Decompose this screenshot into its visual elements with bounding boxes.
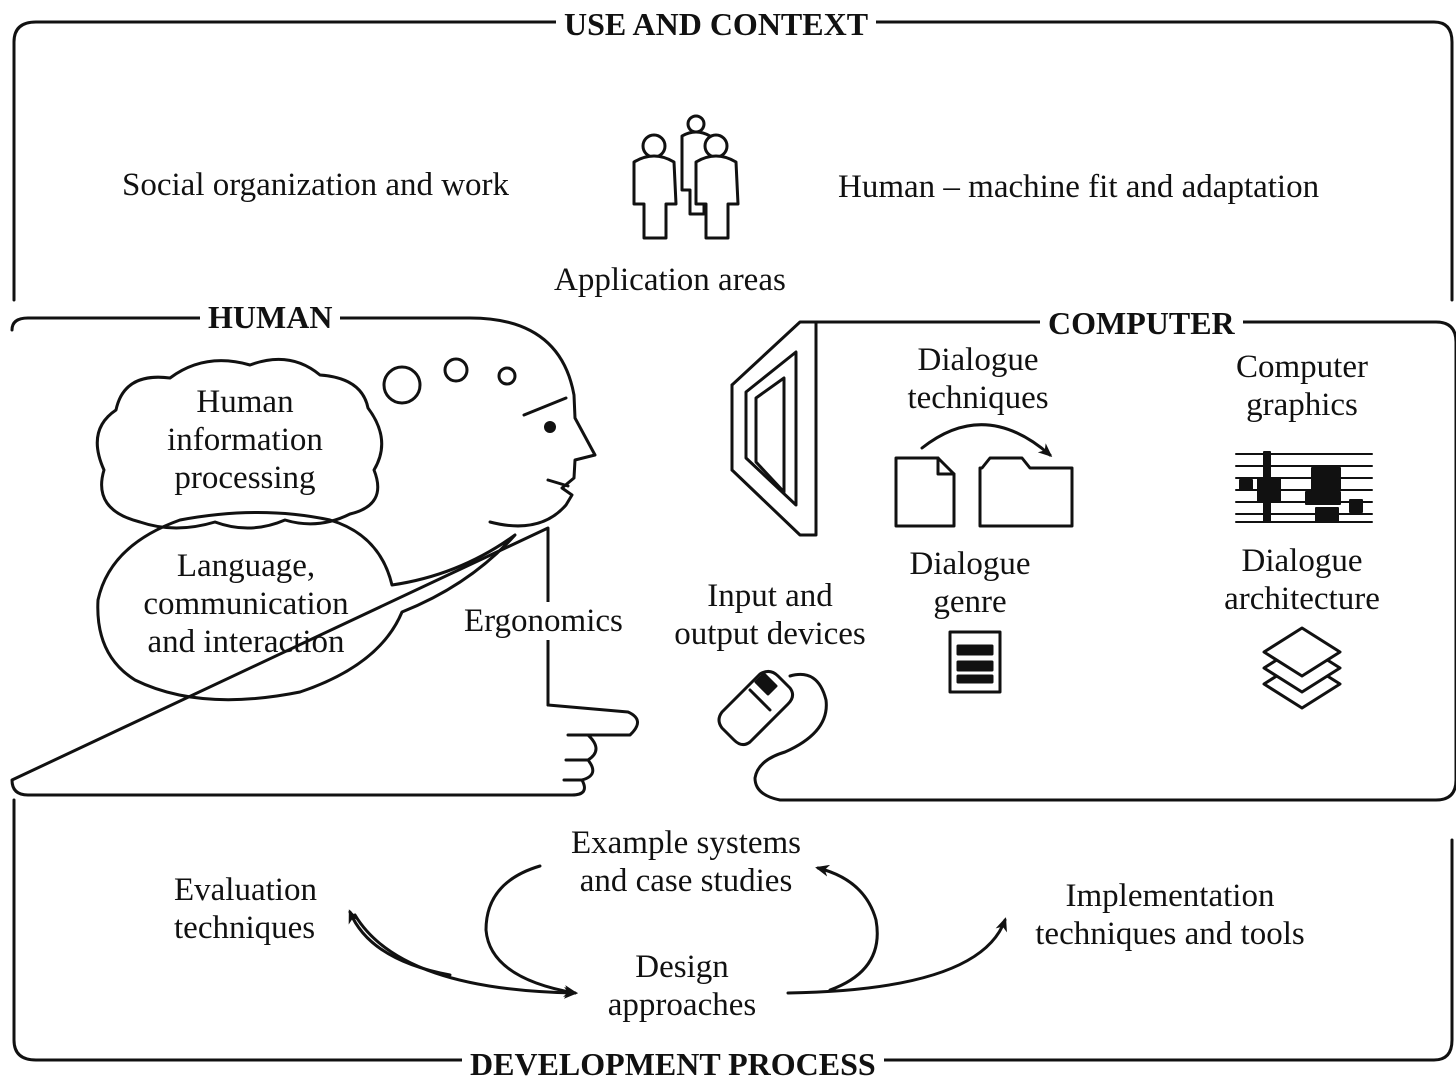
label-application-areas: Application areas [554,262,786,298]
label-dialogue-architecture: Dialogue architecture [1224,543,1380,617]
label-implementation-techniques: Implementation techniques and tools [1035,878,1305,952]
dialogue-arrow [920,423,1053,457]
brow-line [522,396,568,417]
label-language-communication: Language, communication and interaction [143,548,349,660]
hand-finger-lines [562,733,592,782]
section-computer: COMPUTER [1040,305,1243,341]
label-computer-graphics: Computer graphics [1236,349,1368,423]
thought-bubble-small [497,366,517,386]
eye [544,421,556,433]
folder-icon [978,456,1074,528]
label-example-systems: Example systems and case studies [570,825,802,899]
mouse-icon [717,669,795,747]
people-group-icon [632,114,740,240]
arrow-design-to-eval [348,909,452,977]
raster-graphics-icon [1235,451,1373,523]
label-social-organization: Social organization and work [122,167,510,203]
section-development: DEVELOPMENT PROCESS [462,1046,884,1082]
label-ergonomics: Ergonomics [464,602,623,640]
label-design-approaches: Design approaches [607,949,757,1023]
thought-bubble-medium [443,357,469,383]
label-human-information-processing: Human information processing [167,384,323,496]
thought-bubble-large [382,365,422,405]
label-human-machine-fit: Human – machine fit and adaptation [838,169,1320,205]
section-human: HUMAN [200,299,341,335]
arrow-design-to-implementation [786,917,1007,995]
label-dialogue-techniques: Dialogue techniques [907,342,1049,416]
monitor-icon [730,320,818,537]
thought-cloud [95,357,384,530]
label-input-output-devices: Input and output devices [674,578,866,652]
layers-icon [1262,626,1342,710]
mouth-line [546,478,570,488]
section-use-context: USE AND CONTEXT [556,6,877,42]
human-frame [10,316,639,797]
label-evaluation-techniques: Evaluation techniques [174,872,317,946]
arrow-design-to-examples [815,864,879,992]
arrow-examples-loop-left [484,864,578,997]
form-document-icon [948,630,1002,694]
document-icon [894,456,956,528]
label-dialogue-genre: Dialogue genre [909,546,1031,620]
speech-balloon [96,511,517,702]
